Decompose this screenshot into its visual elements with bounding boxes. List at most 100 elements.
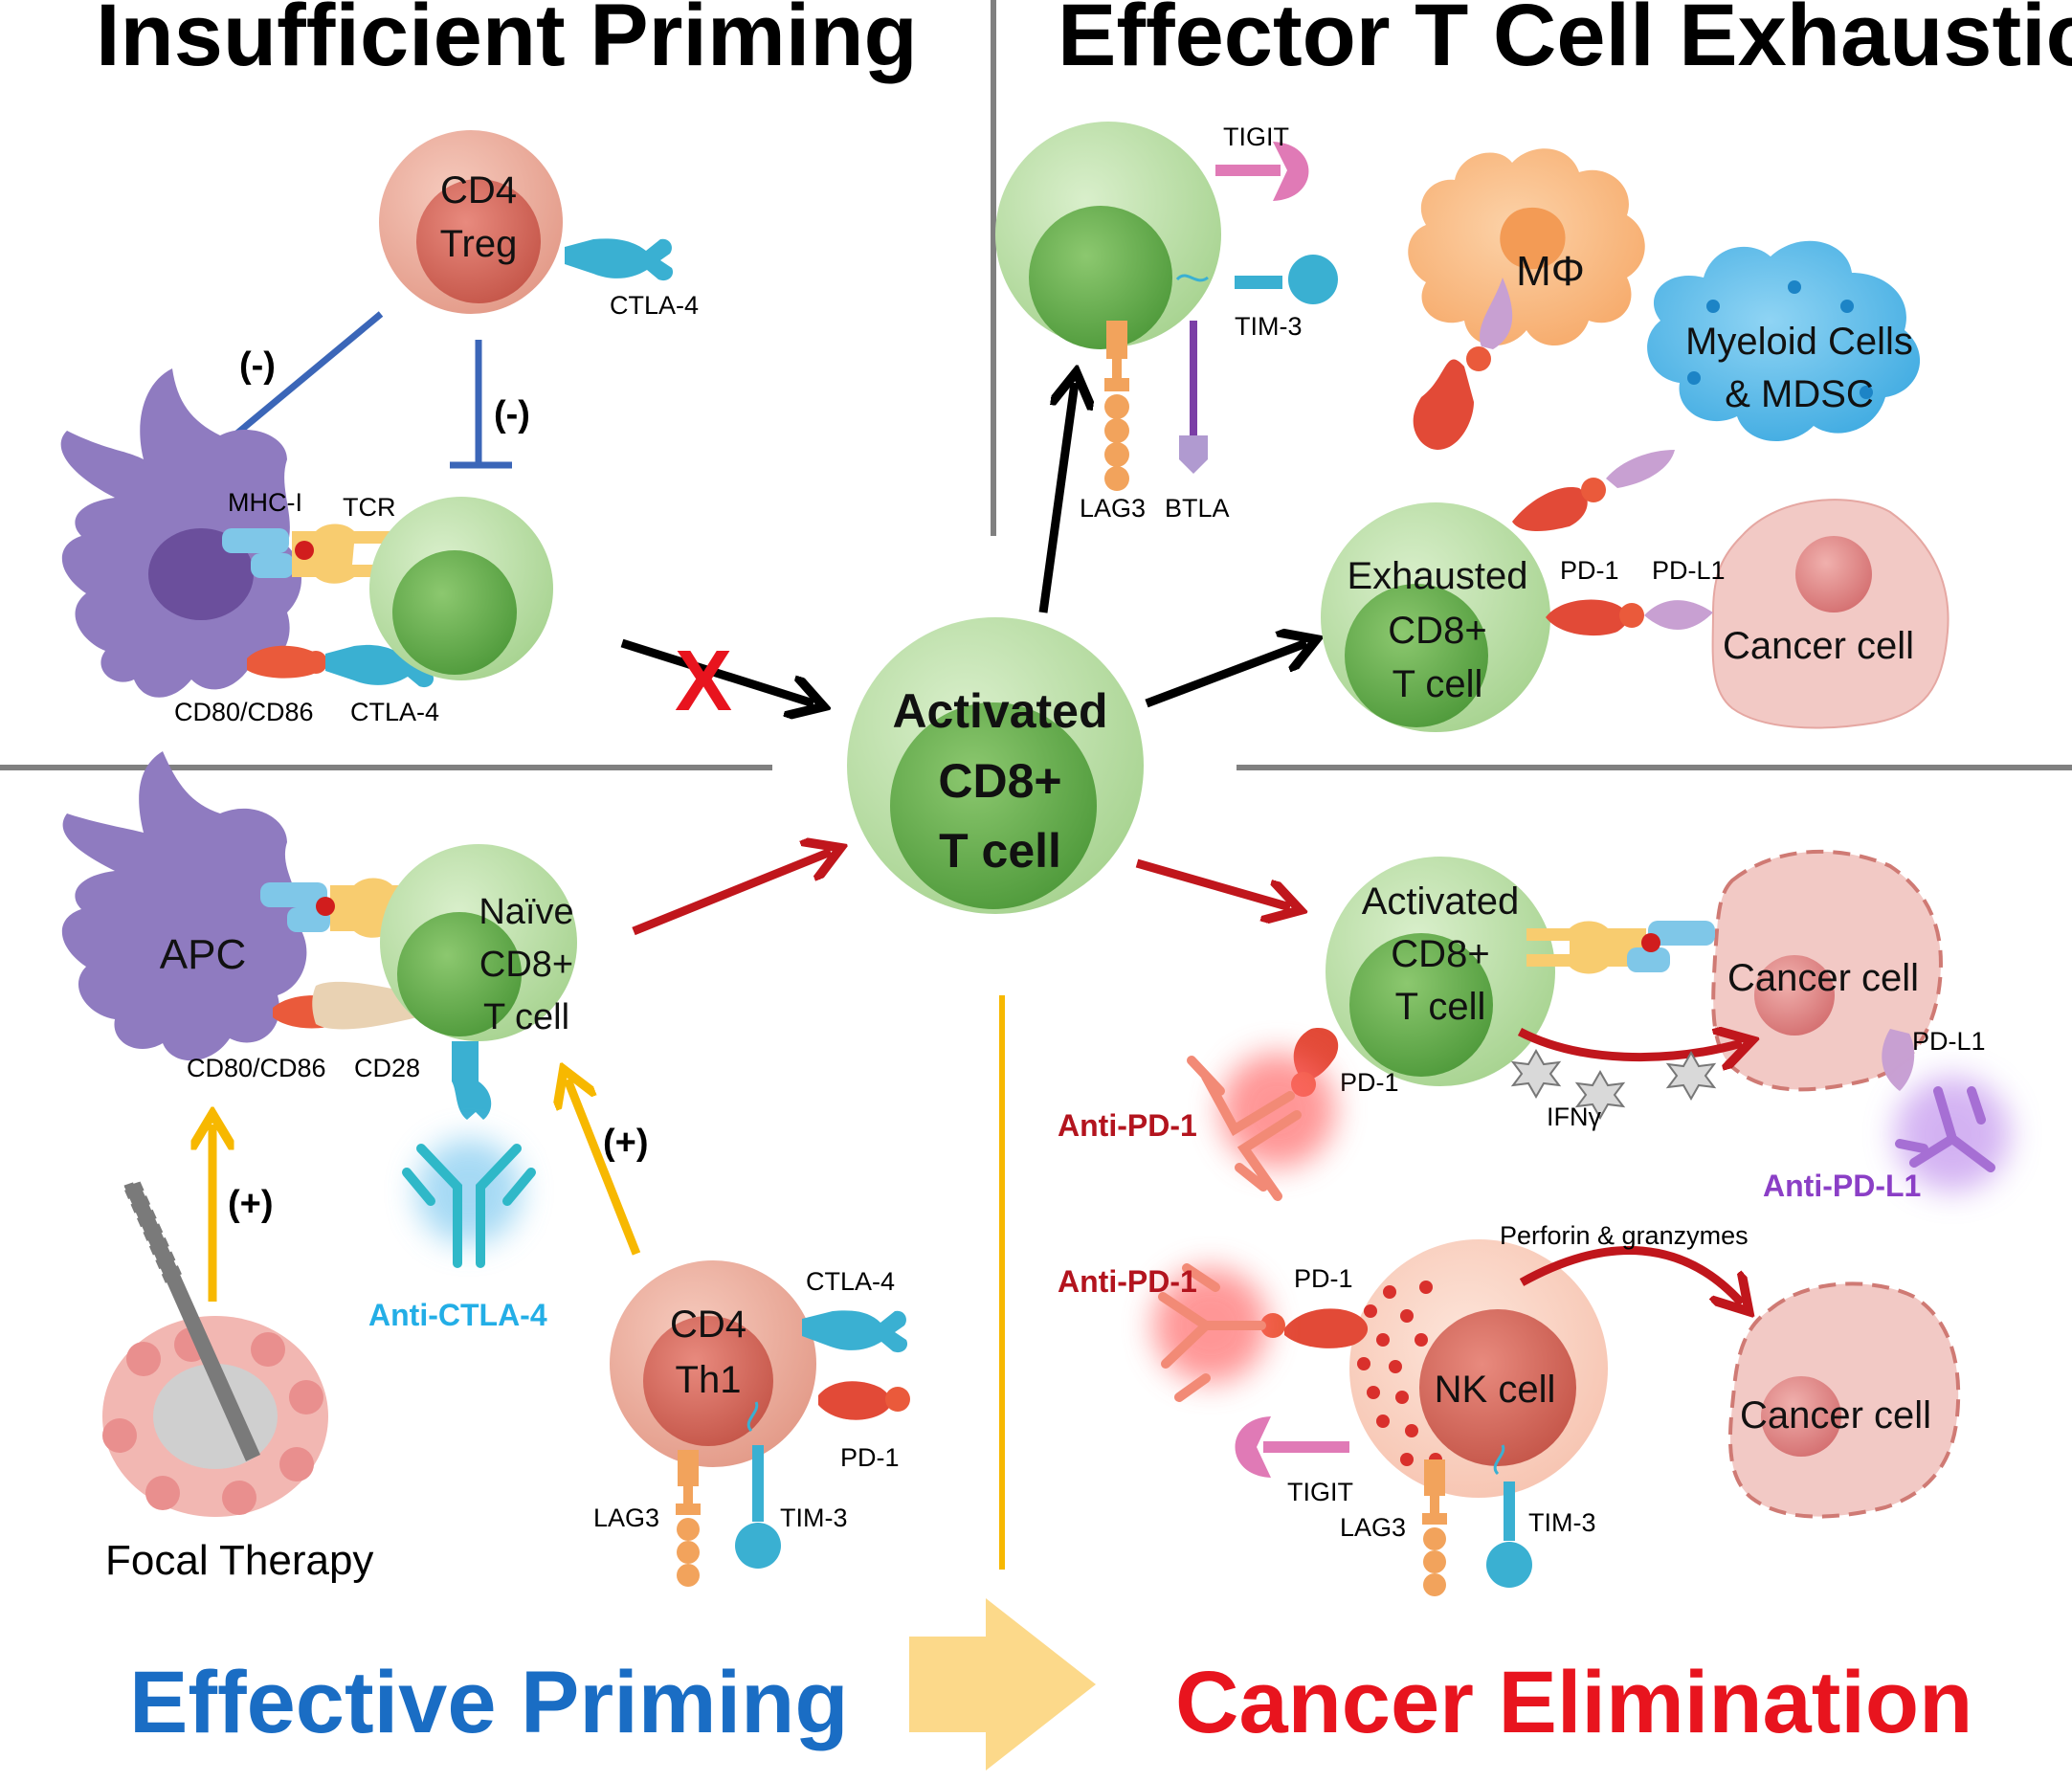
pd1-pdl1-myeloid <box>1512 450 1675 531</box>
arrow-to-exhausted-receptors <box>1038 383 1075 613</box>
ctla4-receptor-th1-icon <box>802 1310 908 1353</box>
ctla4-label-th1: CTLA-4 <box>806 1267 895 1296</box>
activated-cd8-center: Activated CD8+ T cell <box>847 617 1144 914</box>
naive-label-1: Naïve <box>479 892 573 932</box>
cd80-cd86-label-bottom: CD80/CD86 <box>187 1054 326 1082</box>
tigit-receptor-icon <box>1215 142 1309 201</box>
cancer-cell-top-label: Cancer cell <box>1723 625 1914 667</box>
macrophage-label: MΦ <box>1516 248 1585 295</box>
tim3-label-nk: TIM-3 <box>1528 1508 1596 1537</box>
pd1-pdl1-cancer <box>1546 599 1713 636</box>
naive-label-3: T cell <box>483 997 569 1037</box>
blocked-arrow <box>620 638 813 703</box>
activated-center-label-3: T cell <box>939 824 1061 878</box>
pd1-label-activated: PD-1 <box>1340 1068 1399 1097</box>
exhausted-label-3: T cell <box>1392 663 1483 705</box>
cd4-th1-cell: CD4 Th1 <box>610 1260 816 1467</box>
minus-label-tcell: (-) <box>494 394 530 434</box>
cancer-cell-bottom-label: Cancer cell <box>1740 1394 1931 1437</box>
cancer-cell-middle: Cancer cell <box>1711 849 1943 1092</box>
tim3-receptor-th1-icon <box>735 1401 781 1569</box>
pd1-pdl1-macrophage <box>1413 278 1513 450</box>
ctla4-receptor-icon <box>565 238 674 281</box>
tcr-label: TCR <box>343 493 396 522</box>
anti-pd1-label-top: Anti-PD-1 <box>1058 1108 1197 1143</box>
perforin-label: Perforin & granzymes <box>1500 1221 1749 1250</box>
nk-cell-label: NK cell <box>1435 1369 1556 1411</box>
transition-arrow-icon <box>909 1598 1096 1771</box>
cancer-cell-top: Cancer cell <box>1711 499 1949 729</box>
arrow-activated-to-elimination <box>1135 858 1290 907</box>
focal-therapy-label: Focal Therapy <box>105 1537 373 1584</box>
activated-right-label-2: CD8+ <box>1391 933 1489 975</box>
focal-therapy-tumor-icon <box>102 1180 328 1517</box>
pdl1-label-cancer: PD-L1 <box>1912 1027 1986 1056</box>
tcr-mhc-middle <box>1526 921 1715 974</box>
ctla4-receptor-bottom-icon <box>452 1041 492 1120</box>
lag3-label-nk: LAG3 <box>1340 1513 1406 1542</box>
cd80-cd86-label-top: CD80/CD86 <box>174 698 314 726</box>
tigit-label-top: TIGIT <box>1223 123 1289 151</box>
cd4-th1-label-2: Th1 <box>676 1359 742 1401</box>
myeloid-label-2: & MDSC <box>1725 373 1874 415</box>
pd1-receptor-th1-icon <box>818 1381 910 1420</box>
cancer-cell-middle-label: Cancer cell <box>1727 957 1919 999</box>
tigit-label-nk: TIGIT <box>1287 1478 1353 1506</box>
anti-pd1-label-nk: Anti-PD-1 <box>1058 1264 1197 1299</box>
anti-pd1-antibody-top-icon <box>1187 1053 1335 1201</box>
exhausted-t-cell-receptors <box>995 122 1221 349</box>
tim3-receptor-icon-top <box>1175 255 1338 304</box>
myeloid-label-1: Myeloid Cells <box>1685 321 1913 363</box>
anti-ctla4-antibody-icon <box>402 1139 536 1268</box>
arrow-to-exhausted-cell <box>1145 643 1306 708</box>
tigit-receptor-nk-icon <box>1235 1416 1349 1478</box>
cd4-treg-label-1: CD4 <box>440 169 517 212</box>
lag3-receptor-nk-icon <box>1422 1459 1447 1596</box>
anti-pd1-antibody-nk-icon <box>1153 1263 1268 1402</box>
mhc-tcr-complex-top <box>222 523 397 584</box>
ifng-label: IFNγ <box>1547 1103 1601 1131</box>
section-dividers <box>0 0 2072 1570</box>
cd4-th1-label-1: CD4 <box>670 1303 746 1346</box>
lag3-receptor-icon-top <box>1104 321 1129 491</box>
activated-cd8-right: Activated CD8+ T cell <box>1326 857 1555 1086</box>
cd28-label: CD28 <box>354 1054 420 1082</box>
ctla4-label-top: CTLA-4 <box>350 698 439 726</box>
anti-pdl1-label: Anti-PD-L1 <box>1763 1169 1921 1203</box>
lag3-label-top: LAG3 <box>1080 494 1146 523</box>
naive-label-2: CD8+ <box>479 945 573 985</box>
pdl1-receptor-cancer-icon <box>1882 1029 1915 1091</box>
pd1-label-th1: PD-1 <box>840 1443 900 1472</box>
activated-right-label-3: T cell <box>1395 986 1486 1028</box>
pd1-label-exhausted: PD-1 <box>1560 556 1619 585</box>
tim3-label-th1: TIM-3 <box>780 1504 848 1532</box>
lag3-receptor-th1-icon <box>676 1450 701 1587</box>
heading-effector-exhaustion: Effector T Cell Exhaustion <box>1058 0 2072 84</box>
arrow-th1-to-naive <box>568 1080 641 1256</box>
plus-label-focal: (+) <box>228 1184 274 1224</box>
btla-label: BTLA <box>1165 494 1230 523</box>
exhausted-cd8-cell: Exhausted CD8+ T cell <box>1321 502 1550 732</box>
ifng-arrow <box>1517 1032 1742 1058</box>
mhc1-label: MHC-I <box>228 488 302 517</box>
naive-t-cell-inhibited <box>369 497 553 680</box>
lag3-label-th1: LAG3 <box>593 1504 659 1532</box>
naive-cd8-cell: Naïve CD8+ T cell <box>380 844 577 1041</box>
exhausted-label-2: CD8+ <box>1388 610 1486 652</box>
anti-pdl1-antibody-icon <box>1895 1077 2010 1192</box>
myeloid-mdsc-cell: Myeloid Cells & MDSC <box>1647 240 1921 442</box>
activated-right-label-1: Activated <box>1362 880 1520 923</box>
arrow-naive-to-activated <box>632 852 831 936</box>
minus-label-apc: (-) <box>239 345 276 386</box>
ifng-star-icons <box>1510 1048 1717 1121</box>
activated-center-label-2: CD8+ <box>938 754 1061 808</box>
tim3-receptor-nk-icon <box>1486 1444 1532 1588</box>
nk-cell: NK cell <box>1349 1239 1608 1498</box>
macrophage-cell: MΦ <box>1408 148 1645 346</box>
anti-ctla4-label: Anti-CTLA-4 <box>368 1298 547 1332</box>
cd80-cd28-binding <box>273 981 471 1030</box>
apc-label: APC <box>160 931 246 978</box>
ctla4-label-treg: CTLA-4 <box>610 291 699 320</box>
cancer-cell-bottom: Cancer cell <box>1727 1281 1961 1519</box>
